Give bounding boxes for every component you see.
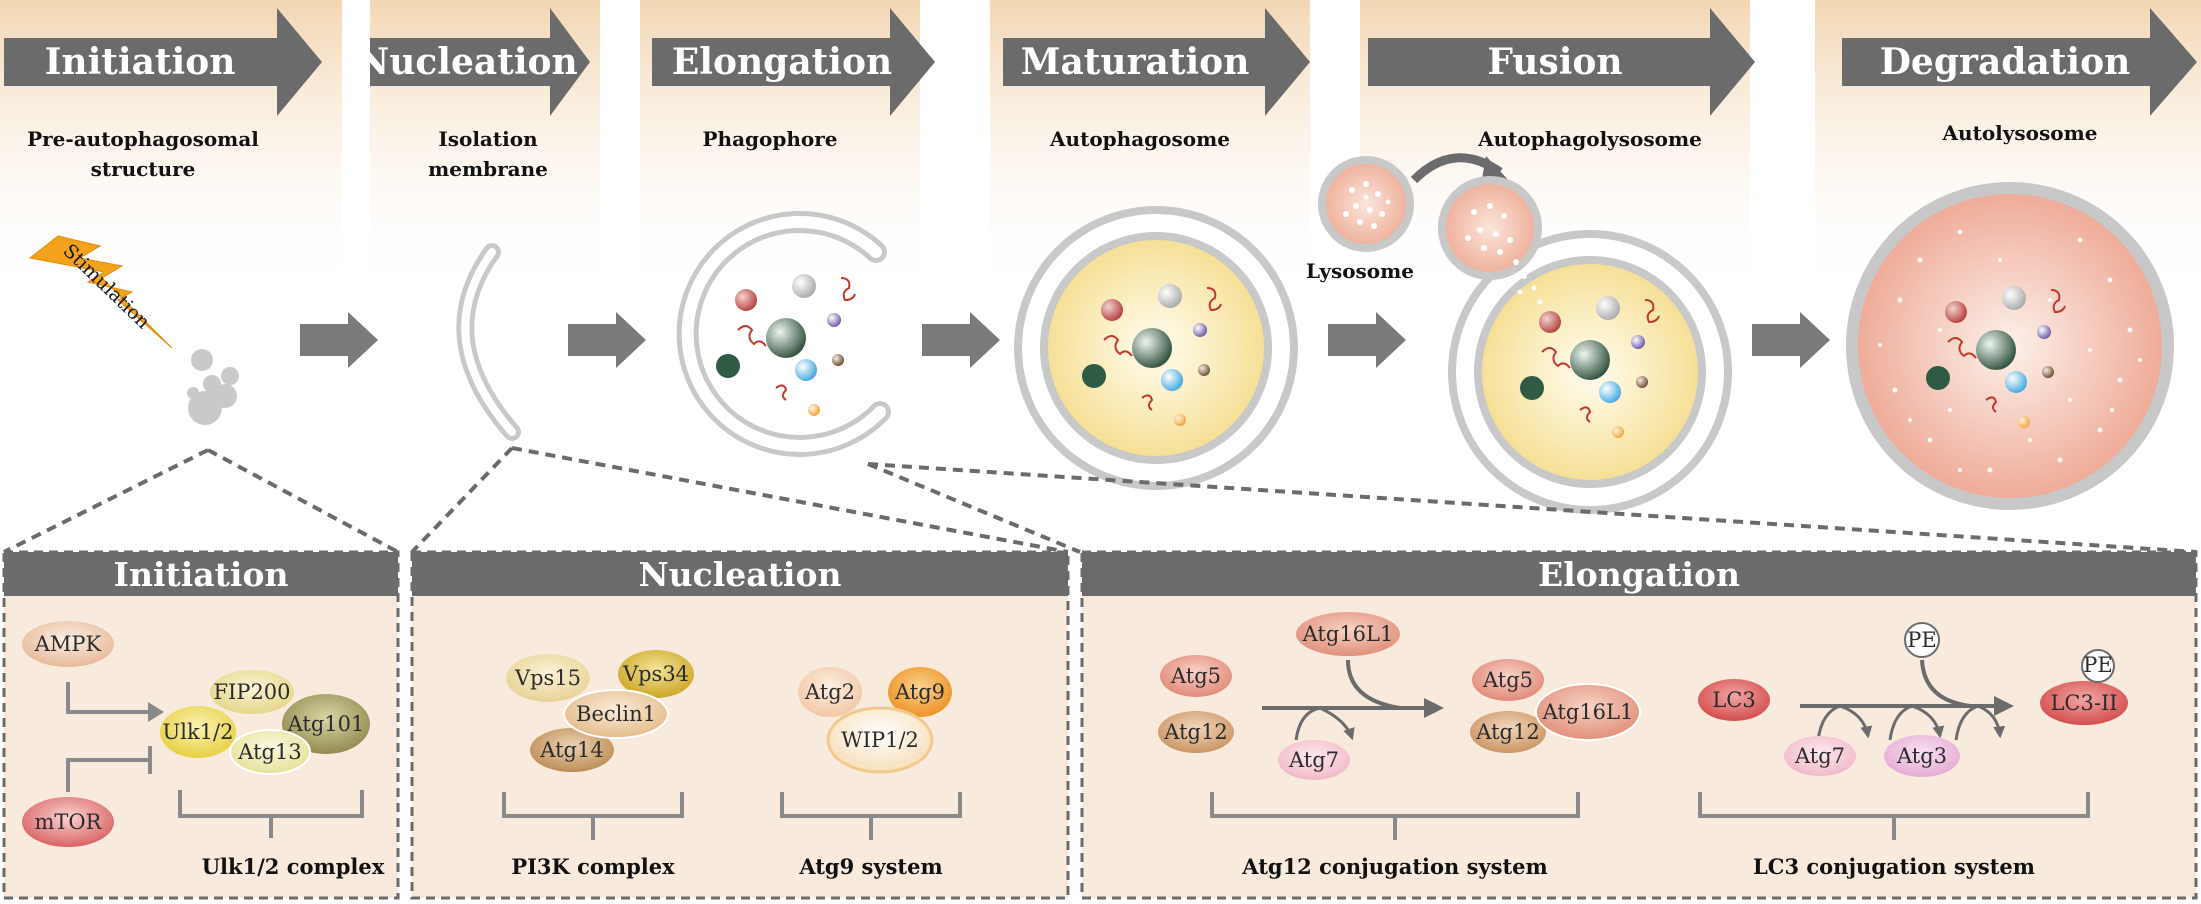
stage-title-elongation: Elongation bbox=[672, 41, 892, 83]
protein-vps34 bbox=[618, 650, 694, 698]
protein-atg12-left-label: Atg12 bbox=[1163, 720, 1227, 744]
caption-atg9-system: Atg9 system bbox=[798, 854, 942, 879]
protein-atg7-left bbox=[1278, 740, 1350, 780]
stage-title-nucleation: Nucleation bbox=[356, 41, 577, 83]
stage-header-maturation: Maturation bbox=[1003, 8, 1310, 116]
protein-atg9 bbox=[888, 667, 952, 717]
stage-header-degradation: Degradation bbox=[1842, 8, 2197, 116]
panel-title-initiation: Initiation bbox=[114, 555, 289, 594]
phagophore bbox=[676, 211, 891, 457]
protein-fip200 bbox=[210, 670, 294, 714]
protein-atg16l1-right-label: Atg16L1 bbox=[1542, 700, 1634, 724]
protein-atg5-left bbox=[1160, 655, 1232, 697]
protein-atg12-right-label: Atg12 bbox=[1475, 720, 1539, 744]
protein-vps15-label: Vps15 bbox=[514, 666, 581, 690]
protein-atg14 bbox=[530, 728, 614, 772]
protein-atg3 bbox=[1884, 735, 1960, 777]
stage-header-elongation: Elongation bbox=[652, 8, 935, 116]
protein-atg5-right bbox=[1472, 659, 1544, 701]
subtitle-nucleation-line2: membrane bbox=[428, 157, 548, 181]
caption-atg12-system: Atg12 conjugation system bbox=[1241, 854, 1547, 879]
stage-header-initiation: Initiation bbox=[4, 8, 322, 116]
protein-mtor-label: mTOR bbox=[35, 810, 103, 834]
subtitle-elongation: Phagophore bbox=[703, 127, 838, 151]
protein-lc3-label: LC3 bbox=[1712, 688, 1755, 712]
panel-elongation: Elongation Atg5 Atg12 Atg16L1 Atg7 Atg5 … bbox=[1080, 550, 2198, 900]
protein-ulk12 bbox=[160, 706, 236, 758]
protein-vps34-label: Vps34 bbox=[622, 662, 689, 686]
protein-atg2-label: Atg2 bbox=[804, 680, 855, 704]
panel-title-nucleation: Nucleation bbox=[639, 555, 842, 594]
protein-atg13 bbox=[229, 729, 311, 775]
protein-atg12-left bbox=[1158, 711, 1234, 753]
lysosome: Lysosome bbox=[1306, 156, 1414, 283]
subtitle-nucleation-line1: Isolation bbox=[438, 127, 538, 151]
stage-title-fusion: Fusion bbox=[1487, 41, 1622, 83]
transition-arrows bbox=[300, 312, 1830, 368]
panel-nucleation: Nucleation Vps15 Vps34 Atg14 Beclin1 Atg… bbox=[410, 550, 1070, 900]
stage-subtitles: Pre-autophagosomal structure Isolation m… bbox=[27, 121, 2097, 181]
pe-top-label: PE bbox=[1907, 628, 1936, 652]
protein-vps15 bbox=[506, 654, 590, 702]
protein-atg9-label: Atg9 bbox=[894, 680, 945, 704]
stage-title-degradation: Degradation bbox=[1880, 41, 2131, 83]
protein-mtor bbox=[22, 797, 114, 847]
protein-wip12-label: WIP1/2 bbox=[841, 728, 919, 752]
stage-title-maturation: Maturation bbox=[1021, 41, 1250, 83]
lysosome-label: Lysosome bbox=[1306, 259, 1414, 283]
protein-atg13-label: Atg13 bbox=[237, 740, 301, 764]
protein-atg101 bbox=[282, 694, 370, 754]
panel-title-elongation: Elongation bbox=[1538, 555, 1740, 594]
autolysosome bbox=[1846, 182, 2174, 510]
pe-circle-top bbox=[1904, 622, 1940, 658]
protein-lc3ii-label: LC3-II bbox=[2050, 691, 2117, 715]
caption-pi3k-complex: PI3K complex bbox=[511, 854, 675, 879]
protein-atg16l1-top bbox=[1296, 612, 1400, 656]
protein-atg14-label: Atg14 bbox=[539, 738, 603, 762]
protein-ampk bbox=[22, 621, 114, 667]
protein-beclin1 bbox=[563, 689, 669, 739]
protein-atg16l1-top-label: Atg16L1 bbox=[1302, 622, 1394, 646]
isolation-membrane bbox=[456, 243, 521, 441]
stage-header-nucleation: Nucleation bbox=[356, 8, 590, 116]
protein-atg2 bbox=[798, 667, 862, 717]
protein-ampk-label: AMPK bbox=[34, 632, 102, 656]
protein-atg5-left-label: Atg5 bbox=[1170, 664, 1221, 688]
protein-wip12 bbox=[826, 706, 934, 774]
protein-atg5-right-label: Atg5 bbox=[1482, 668, 1533, 692]
protein-lc3 bbox=[1698, 679, 1770, 721]
caption-lc3-system: LC3 conjugation system bbox=[1753, 854, 2035, 879]
subtitle-initiation-line2: structure bbox=[91, 157, 196, 181]
protein-atg3-label: Atg3 bbox=[1896, 744, 1947, 768]
caption-ulk-complex: Ulk1/2 complex bbox=[202, 854, 385, 879]
subtitle-maturation: Autophagosome bbox=[1049, 127, 1230, 151]
protein-atg7-left-label: Atg7 bbox=[1288, 748, 1339, 772]
protein-atg7-right-label: Atg7 bbox=[1794, 744, 1845, 768]
protein-atg12-right bbox=[1470, 711, 1546, 753]
panel-initiation: Initiation AMPK mTOR FIP200 Atg101 Ulk1/… bbox=[2, 550, 400, 900]
protein-atg16l1-right bbox=[1535, 683, 1641, 741]
protein-atg101-label: Atg101 bbox=[287, 712, 365, 736]
autophagosome bbox=[1014, 206, 1298, 490]
protein-fip200-label: FIP200 bbox=[213, 680, 290, 704]
pe-circle-right bbox=[2081, 649, 2115, 683]
protein-ulk12-label: Ulk1/2 bbox=[163, 720, 234, 744]
pe-right-label: PE bbox=[2083, 653, 2112, 677]
callout-lines bbox=[3, 446, 2197, 554]
protein-beclin1-label: Beclin1 bbox=[576, 702, 656, 726]
subtitle-initiation-line1: Pre-autophagosomal bbox=[27, 127, 259, 151]
stage-title-initiation: Initiation bbox=[45, 41, 236, 83]
protein-atg7-right bbox=[1784, 736, 1856, 776]
protein-lc3ii bbox=[2040, 681, 2128, 725]
stage-header-fusion: Fusion bbox=[1368, 8, 1755, 116]
subtitle-degradation: Autolysosome bbox=[1942, 121, 2098, 145]
pre-autophagosomal-structure bbox=[187, 349, 239, 425]
subtitle-fusion: Autophagolysosome bbox=[1477, 127, 1702, 151]
